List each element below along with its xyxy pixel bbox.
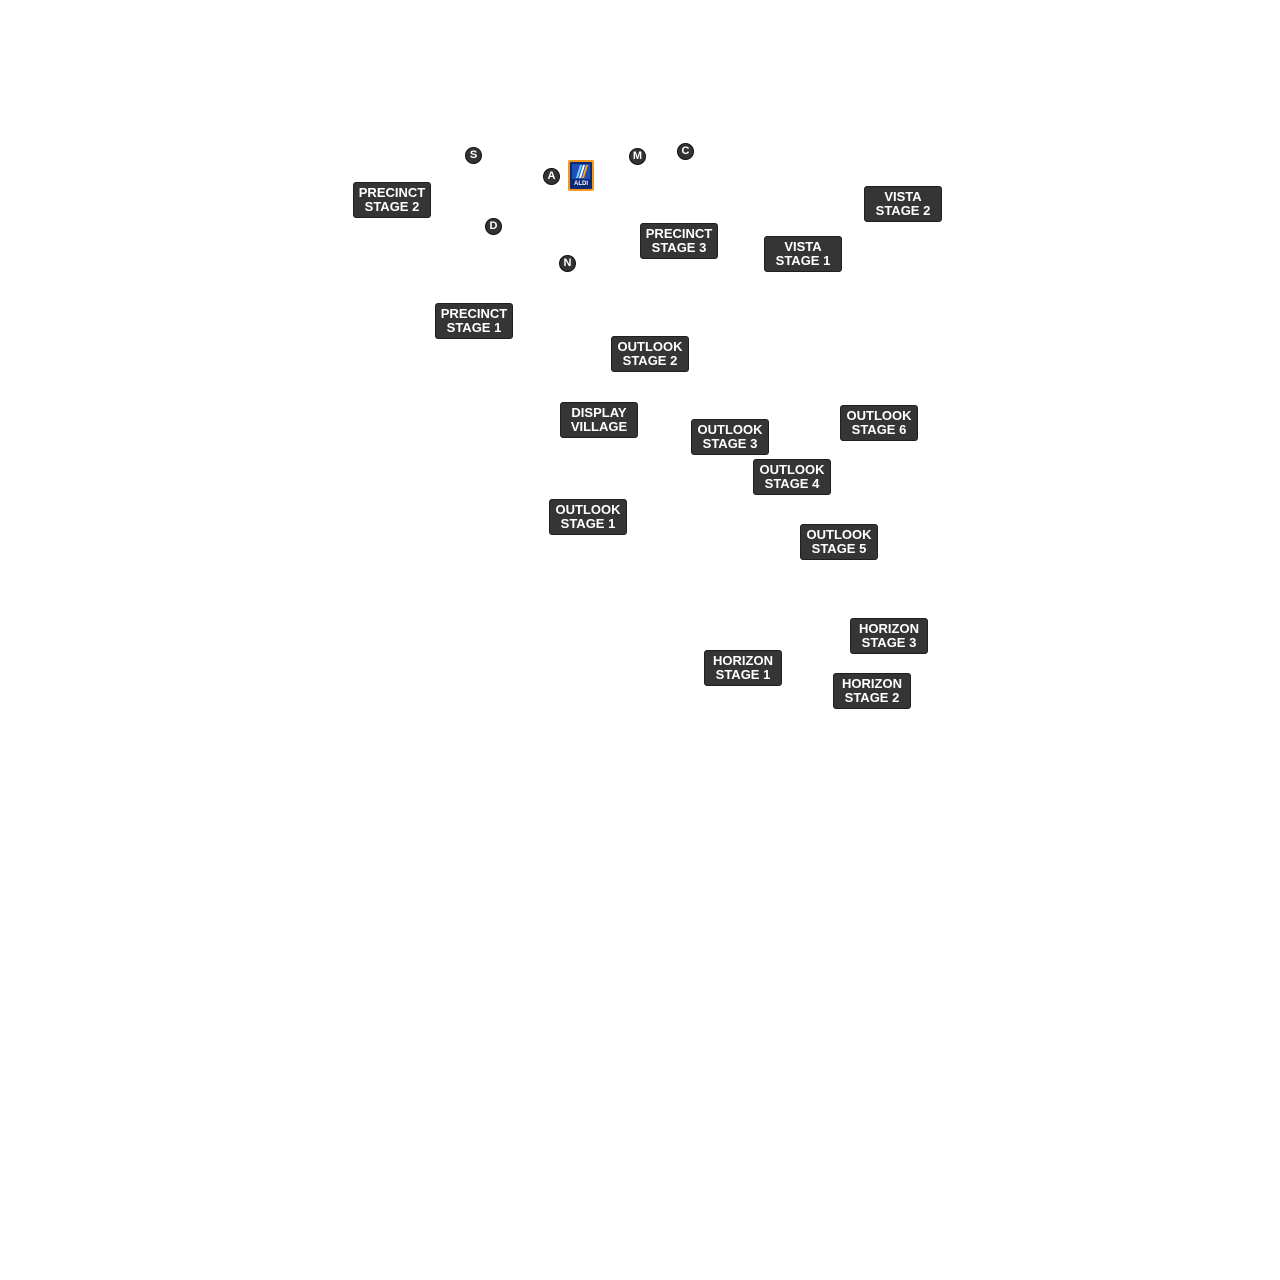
stage-label-line1: OUTLOOK <box>697 422 763 437</box>
stage-label-line1: PRECINCT <box>440 306 508 321</box>
stage-label-outlook-stage-3[interactable]: OUTLOOK STAGE 3 <box>691 419 769 455</box>
aldi-store-name: ALDI <box>574 181 588 187</box>
stage-label-line2: STAGE 4 <box>764 476 820 491</box>
stage-label-line2: STAGE 1 <box>775 253 831 268</box>
stage-label-line2: STAGE 6 <box>851 422 907 437</box>
stage-label-precinct-stage-2[interactable]: PRECINCT STAGE 2 <box>353 182 431 218</box>
stage-label-line1: OUTLOOK <box>759 462 825 477</box>
stage-label-line2: VILLAGE <box>570 419 628 434</box>
stage-label-outlook-stage-5[interactable]: OUTLOOK STAGE 5 <box>800 524 878 560</box>
stage-label-horizon-stage-3[interactable]: HORIZON STAGE 3 <box>850 618 928 654</box>
stage-label-line2: STAGE 3 <box>702 436 758 451</box>
stage-label-precinct-stage-1[interactable]: PRECINCT STAGE 1 <box>435 303 513 339</box>
poi-marker-a[interactable]: A <box>543 168 560 185</box>
stage-label-line1: OUTLOOK <box>617 339 683 354</box>
stage-label-line1: OUTLOOK <box>846 408 912 423</box>
aldi-store-marker[interactable]: ALDI <box>568 160 594 191</box>
poi-marker-d[interactable]: D <box>485 218 502 235</box>
stage-label-display-village[interactable]: DISPLAY VILLAGE <box>560 402 638 438</box>
stage-label-horizon-stage-1[interactable]: HORIZON STAGE 1 <box>704 650 782 686</box>
stage-label-line1: VISTA <box>884 189 922 204</box>
stage-label-line1: HORIZON <box>859 621 919 636</box>
stage-label-line2: STAGE 1 <box>715 667 771 682</box>
aldi-logo-icon: ALDI <box>570 162 592 189</box>
stage-label-horizon-stage-2[interactable]: HORIZON STAGE 2 <box>833 673 911 709</box>
stage-label-vista-stage-2[interactable]: VISTA STAGE 2 <box>864 186 942 222</box>
stage-label-precinct-stage-3[interactable]: PRECINCT STAGE 3 <box>640 223 718 259</box>
stage-label-line2: STAGE 1 <box>446 320 502 335</box>
poi-marker-s[interactable]: S <box>465 147 482 164</box>
stage-label-line1: DISPLAY <box>571 405 627 420</box>
stage-label-line1: VISTA <box>784 239 822 254</box>
stage-label-line2: STAGE 1 <box>560 516 616 531</box>
stage-label-line1: HORIZON <box>713 653 773 668</box>
stage-label-line2: STAGE 5 <box>811 541 867 556</box>
stage-label-line2: STAGE 2 <box>622 353 678 368</box>
stage-label-line2: STAGE 3 <box>651 240 707 255</box>
aldi-stripes-icon <box>572 164 590 179</box>
poi-marker-n[interactable]: N <box>559 255 576 272</box>
stage-label-outlook-stage-1[interactable]: OUTLOOK STAGE 1 <box>549 499 627 535</box>
stage-label-line1: HORIZON <box>842 676 902 691</box>
stage-label-line2: STAGE 2 <box>364 199 420 214</box>
stage-label-line2: STAGE 2 <box>875 203 931 218</box>
stage-label-line2: STAGE 2 <box>844 690 900 705</box>
stage-label-line1: PRECINCT <box>358 185 426 200</box>
stage-label-outlook-stage-6[interactable]: OUTLOOK STAGE 6 <box>840 405 918 441</box>
poi-marker-c[interactable]: C <box>677 143 694 160</box>
stage-label-vista-stage-1[interactable]: VISTA STAGE 1 <box>764 236 842 272</box>
stage-label-outlook-stage-2[interactable]: OUTLOOK STAGE 2 <box>611 336 689 372</box>
stage-label-outlook-stage-4[interactable]: OUTLOOK STAGE 4 <box>753 459 831 495</box>
stage-label-line1: PRECINCT <box>645 226 713 241</box>
stage-label-line1: OUTLOOK <box>555 502 621 517</box>
stage-label-line2: STAGE 3 <box>861 635 917 650</box>
stage-label-line1: OUTLOOK <box>806 527 872 542</box>
poi-marker-m[interactable]: M <box>629 148 646 165</box>
